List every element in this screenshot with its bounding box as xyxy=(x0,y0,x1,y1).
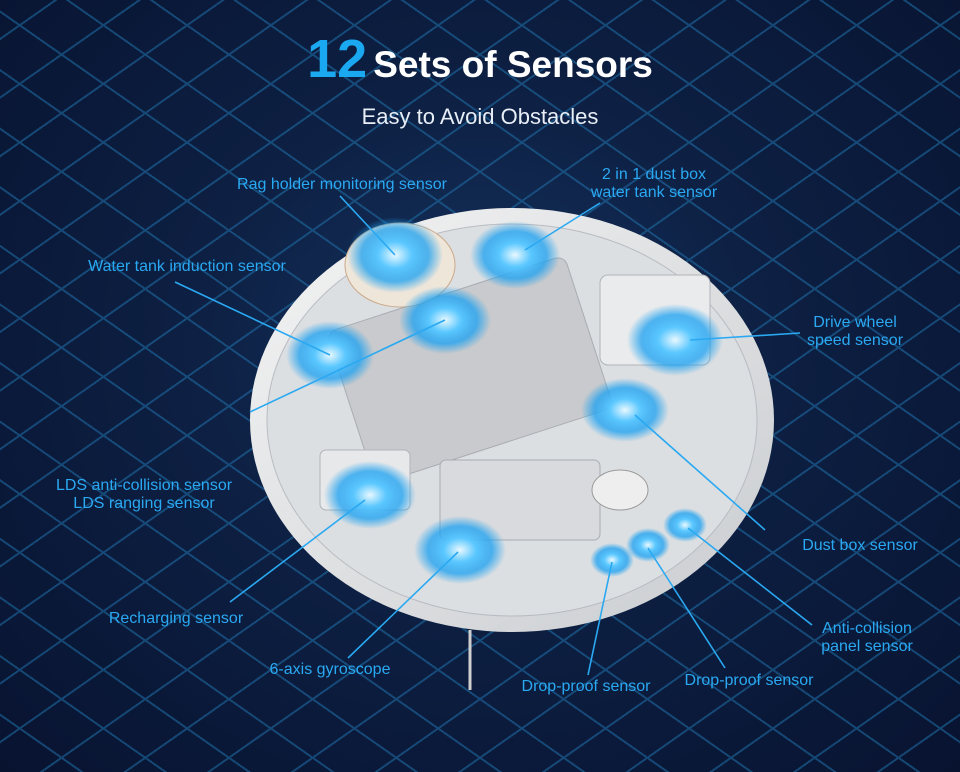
sensor-drive-wheel xyxy=(627,304,723,376)
sensor-drop-proof-1 xyxy=(590,543,634,577)
sensor-dust-box-water-tank xyxy=(470,221,560,289)
label-line-2: water tank sensor xyxy=(590,184,718,201)
sensor-gyroscope xyxy=(414,516,506,584)
label-gyroscope: 6-axis gyroscope xyxy=(269,661,391,678)
label-line-1: Anti-collision xyxy=(822,620,912,637)
label-line-2: panel sensor xyxy=(821,638,913,655)
sensor-drop-proof-2 xyxy=(626,528,670,562)
label-line-1: Drive wheel xyxy=(813,314,897,331)
label-drop-proof-1: Drop-proof sensor xyxy=(521,678,651,695)
sensor-recharging xyxy=(324,461,416,529)
label-line-2: speed sensor xyxy=(806,332,904,349)
label-drop-proof-2: Drop-proof sensor xyxy=(684,672,814,689)
leader-lines xyxy=(174,195,813,676)
label-rag-holder: Rag holder monitoring sensor xyxy=(237,176,447,193)
title-text: Sets of Sensors xyxy=(373,44,653,85)
label-line-1: 2 in 1 dust box xyxy=(601,166,707,183)
label-line-1: LDS anti-collision sensor xyxy=(55,477,233,494)
subtitle: Easy to Avoid Obstacles xyxy=(361,104,599,129)
label-line-2: LDS ranging sensor xyxy=(73,495,215,512)
label-dust-box: Dust box sensor xyxy=(802,537,918,554)
label-water-tank-induction: Water tank induction sensor xyxy=(88,258,286,275)
label-recharging: Recharging sensor xyxy=(108,610,244,627)
sensor-count: 12 xyxy=(307,29,368,89)
